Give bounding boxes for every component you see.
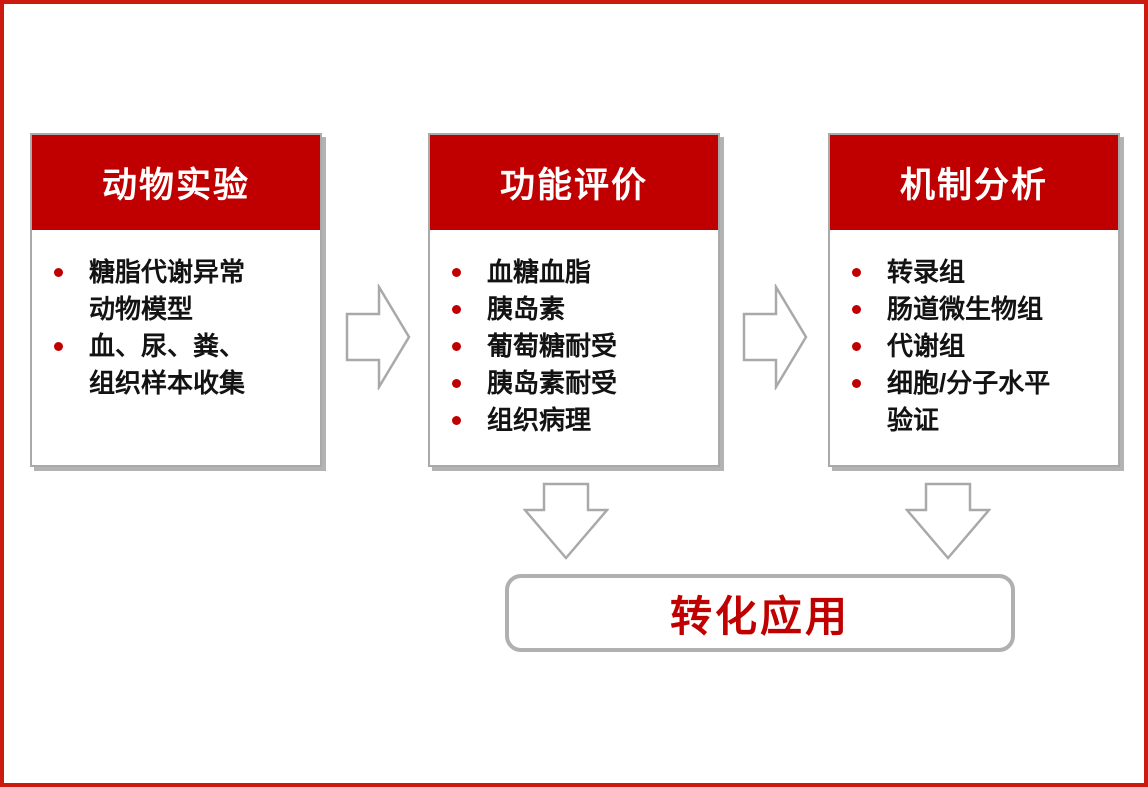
bullet-icon xyxy=(54,342,63,351)
stage-title: 功能评价 xyxy=(499,166,648,205)
list-item: 葡萄糖耐受 xyxy=(450,328,710,365)
stage-box-functional-evaluation: 功能评价 血糖血脂 胰岛素 葡萄糖耐受 胰岛素耐受 组织病理 xyxy=(428,133,720,467)
stage-bullet-list: 血糖血脂 胰岛素 葡萄糖耐受 胰岛素耐受 组织病理 xyxy=(430,230,718,439)
bullet-line: 组织病理 xyxy=(487,405,592,435)
list-item: 血、尿、粪、 组织样本收集 xyxy=(52,328,312,402)
list-item: 组织病理 xyxy=(450,402,710,439)
bullet-line: 验证 xyxy=(887,405,940,435)
bullet-line: 肠道微生物组 xyxy=(887,294,1044,324)
list-item: 胰岛素 xyxy=(450,291,710,328)
right-arrow-icon xyxy=(742,284,808,390)
stage-header: 机制分析 xyxy=(830,135,1118,230)
right-arrow-icon xyxy=(345,284,411,390)
bullet-line: 组织样本收集 xyxy=(89,368,246,398)
bullet-icon xyxy=(852,305,861,314)
list-item: 糖脂代谢异常 动物模型 xyxy=(52,254,312,328)
list-item: 转录组 xyxy=(850,254,1110,291)
stage-box-animal-experiment: 动物实验 糖脂代谢异常 动物模型 血、尿、粪、 组织样本收集 xyxy=(30,133,322,467)
bullet-icon xyxy=(852,379,861,388)
bullet-line: 代谢组 xyxy=(887,331,966,361)
list-item: 肠道微生物组 xyxy=(850,291,1110,328)
bullet-line: 动物模型 xyxy=(89,294,194,324)
bullet-icon xyxy=(852,268,861,277)
list-item: 血糖血脂 xyxy=(450,254,710,291)
result-label: 转化应用 xyxy=(669,592,850,640)
stage-title: 动物实验 xyxy=(101,166,250,205)
bullet-line: 血、尿、粪、 xyxy=(89,331,246,361)
stage-box-mechanism-analysis: 机制分析 转录组 肠道微生物组 代谢组 细胞/分子水平 验证 xyxy=(828,133,1120,467)
down-arrow-icon xyxy=(523,482,609,560)
bullet-line: 葡萄糖耐受 xyxy=(487,331,618,361)
bullet-line: 糖脂代谢异常 xyxy=(89,257,246,287)
result-box-translational-application: 转化应用 xyxy=(505,574,1015,652)
bullet-icon xyxy=(452,416,461,425)
down-arrow-icon xyxy=(905,482,991,560)
list-item: 细胞/分子水平 验证 xyxy=(850,365,1110,439)
bullet-icon xyxy=(852,342,861,351)
stage-bullet-list: 转录组 肠道微生物组 代谢组 细胞/分子水平 验证 xyxy=(830,230,1118,439)
stage-title: 机制分析 xyxy=(899,166,1048,205)
stage-bullet-list: 糖脂代谢异常 动物模型 血、尿、粪、 组织样本收集 xyxy=(32,230,320,402)
list-item: 胰岛素耐受 xyxy=(450,365,710,402)
bullet-icon xyxy=(452,305,461,314)
bullet-icon xyxy=(452,342,461,351)
bullet-line: 血糖血脂 xyxy=(487,257,592,287)
bullet-line: 胰岛素 xyxy=(487,294,566,324)
bullet-line: 转录组 xyxy=(887,257,966,287)
stage-header: 动物实验 xyxy=(32,135,320,230)
bullet-icon xyxy=(54,268,63,277)
bullet-icon xyxy=(452,379,461,388)
bullet-line: 胰岛素耐受 xyxy=(487,368,618,398)
bullet-icon xyxy=(452,268,461,277)
list-item: 代谢组 xyxy=(850,328,1110,365)
bullet-line: 细胞/分子水平 xyxy=(887,368,1051,398)
stage-header: 功能评价 xyxy=(430,135,718,230)
